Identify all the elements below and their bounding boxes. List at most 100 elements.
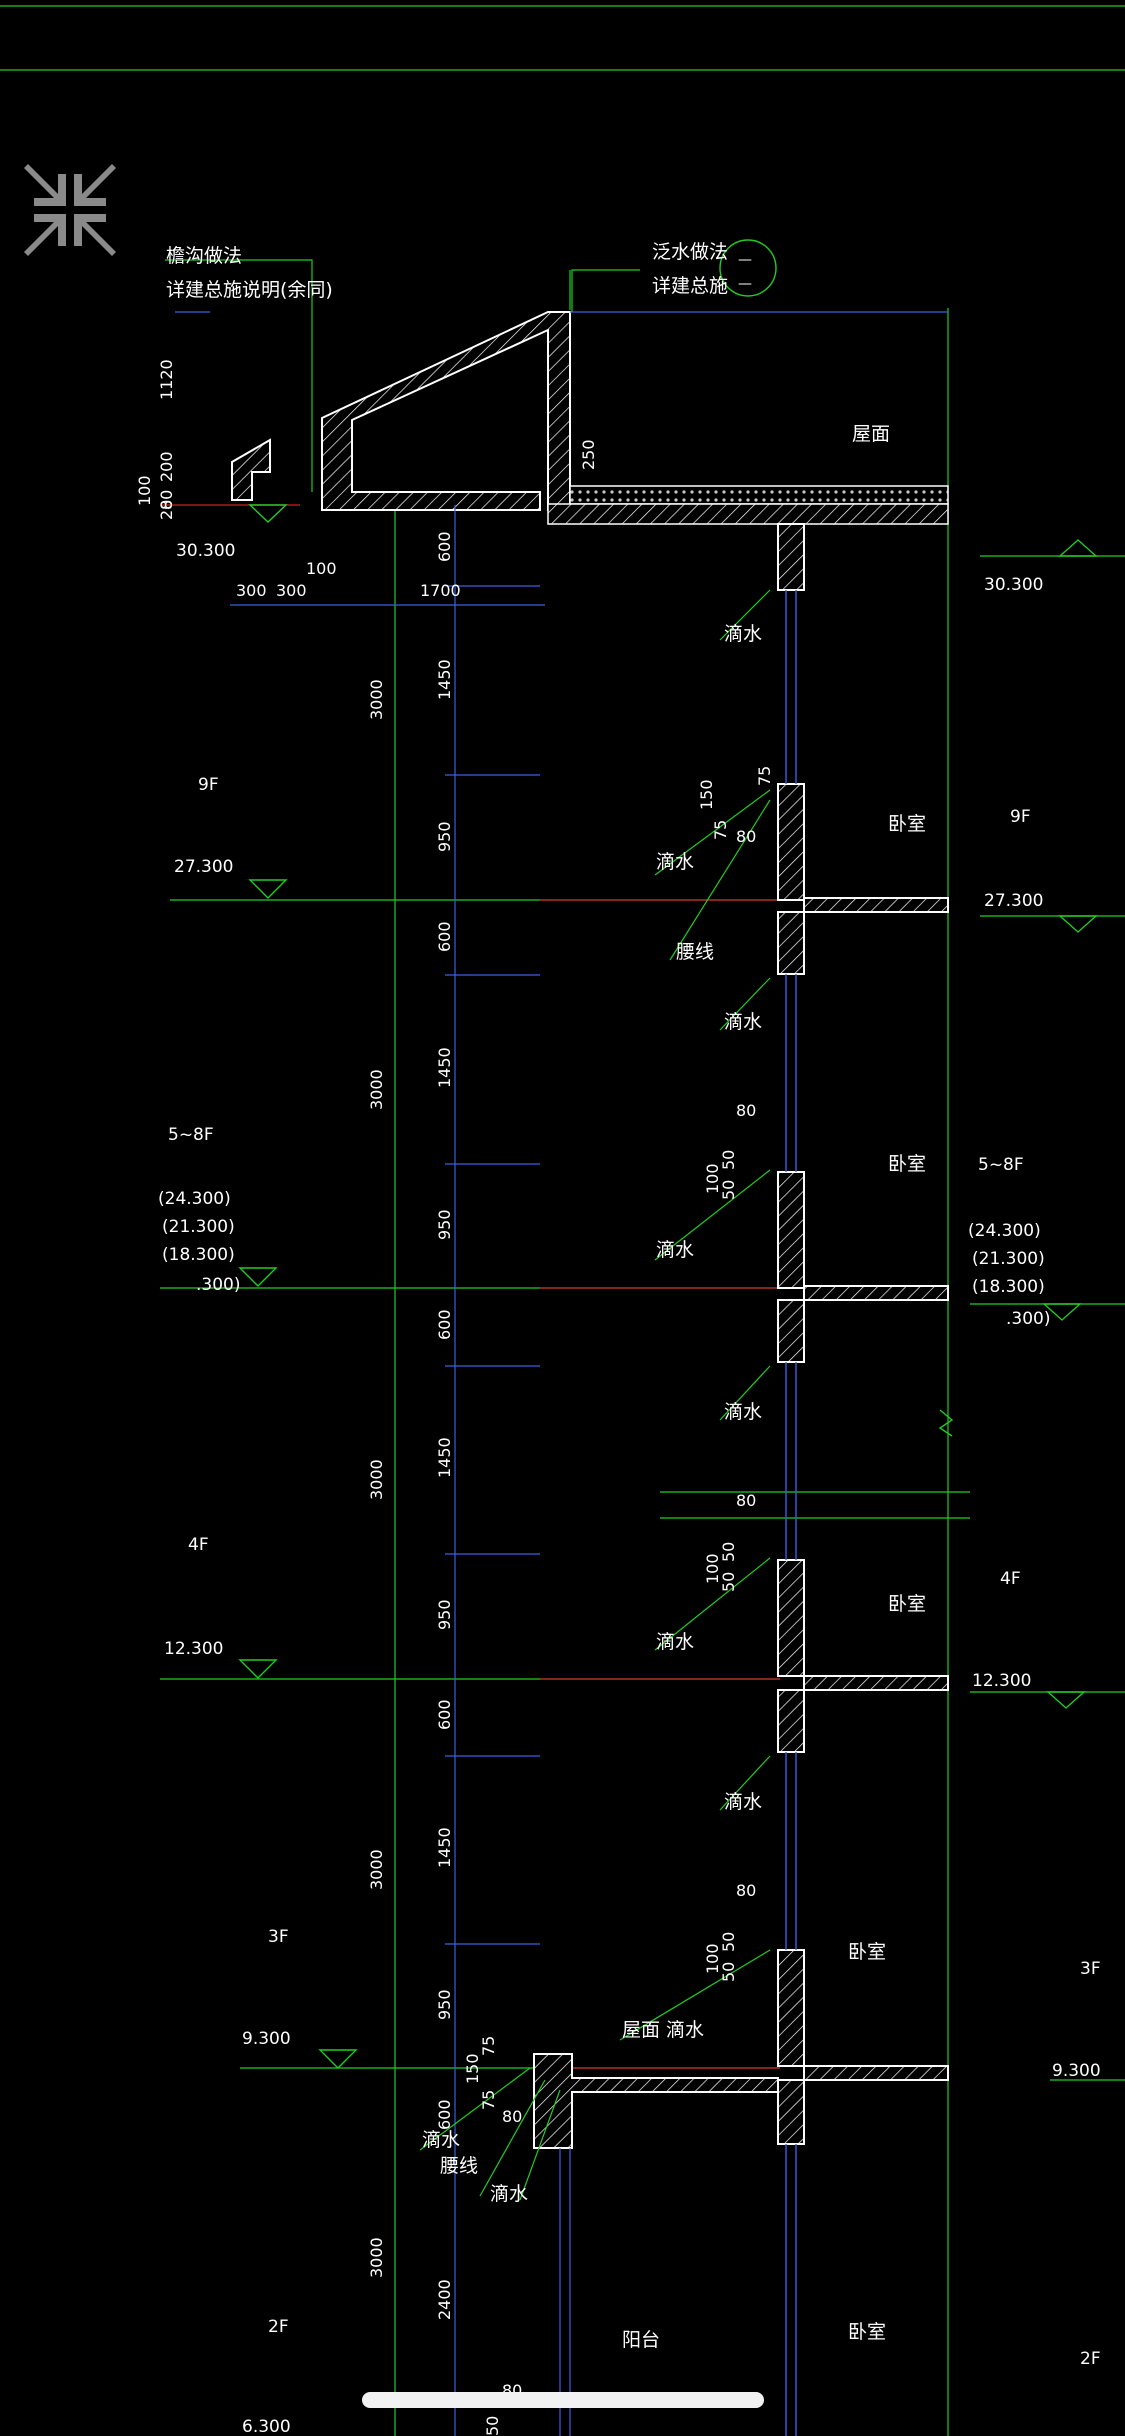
dim-75-9f-lower: 75 bbox=[711, 820, 730, 840]
dim-600-8f: 600 bbox=[435, 921, 454, 952]
dim-1450-4f: 1450 bbox=[435, 1437, 454, 1478]
frame-lines bbox=[0, 5, 1125, 71]
dim-20: 20 bbox=[157, 500, 176, 520]
flashing-detail-bottom: — bbox=[738, 276, 752, 292]
balcony-slab bbox=[533, 2053, 779, 2436]
floor-2f-right: 2F bbox=[1080, 2349, 1101, 2369]
drip-label-8f-lower: 滴水 bbox=[656, 1239, 694, 1261]
dim-50-8f-lower: 50 bbox=[719, 1180, 738, 1200]
dim-100-3f: 100 bbox=[703, 1943, 722, 1974]
dim-3000-3f: 3000 bbox=[367, 1849, 386, 1890]
elevation-12300-right: 12.300 bbox=[972, 1671, 1031, 1691]
floor-3f-right: 3F bbox=[1080, 1959, 1101, 1979]
dimension-column bbox=[175, 311, 545, 2436]
floor-3f-left: 3F bbox=[268, 1927, 289, 1947]
room-bedroom-9f: 卧室 bbox=[888, 813, 926, 835]
dim-1450-3f: 1450 bbox=[435, 1827, 454, 1868]
elevation-21300-left: (21.300) bbox=[162, 1217, 235, 1237]
elevation-21300-right: (21.300) bbox=[972, 1249, 1045, 1269]
floor-4f-right: 4F bbox=[1000, 1569, 1021, 1589]
dim-1700: 1700 bbox=[420, 581, 461, 600]
elevation-18300-right: (18.300) bbox=[972, 1277, 1045, 1297]
dim-75-balcony: 75 bbox=[479, 2036, 498, 2056]
gutter-method-note: 檐沟做法 bbox=[166, 245, 242, 267]
dim-2400: 2400 bbox=[435, 2279, 454, 2320]
elevation-27300-right: 27.300 bbox=[984, 891, 1043, 911]
dim-150-balcony: 150 bbox=[463, 2053, 482, 2084]
leader-lines bbox=[165, 259, 771, 2201]
dim-600-3f: 600 bbox=[435, 1699, 454, 1730]
dim-300-b: 300 bbox=[276, 581, 307, 600]
floor-9f-right: 9F bbox=[1010, 807, 1031, 827]
dim-100-8f: 100 bbox=[703, 1163, 722, 1194]
dim-1120: 1120 bbox=[157, 359, 176, 400]
dim-50-3f-lower: 50 bbox=[719, 1962, 738, 1982]
dim-1450-8f: 1450 bbox=[435, 1047, 454, 1088]
elevation-24300-left: (24.300) bbox=[158, 1189, 231, 1209]
dim-200: 200 bbox=[157, 451, 176, 482]
floor-4f-left: 4F bbox=[188, 1535, 209, 1555]
flashing-method-note: 泛水做法 bbox=[652, 241, 728, 263]
floor-5-8f-left: 5~8F bbox=[168, 1125, 214, 1145]
drip-label-3f: 滴水 bbox=[724, 1791, 762, 1813]
dim-80-8f: 80 bbox=[736, 1101, 756, 1120]
dim-3000-2f: 3000 bbox=[367, 2237, 386, 2278]
room-bedroom-3f: 卧室 bbox=[848, 1941, 886, 1963]
dim-80-break: 80 bbox=[736, 1491, 756, 1510]
exit-fullscreen-button[interactable] bbox=[22, 162, 118, 258]
floor-9f-left: 9F bbox=[198, 775, 219, 795]
elevation-15300-right: .300) bbox=[1006, 1309, 1050, 1329]
elevation-24300-right: (24.300) bbox=[968, 1221, 1041, 1241]
dim-100-top: 100 bbox=[306, 559, 337, 578]
room-bedroom-2f: 卧室 bbox=[848, 2321, 886, 2343]
dim-50-8f: 50 bbox=[719, 1150, 738, 1170]
grid-lines bbox=[394, 270, 949, 2436]
windows bbox=[785, 590, 797, 2436]
floor-5-8f-right: 5~8F bbox=[978, 1155, 1024, 1175]
elevation-markers bbox=[238, 504, 1098, 2069]
elevation-12300-left: 12.300 bbox=[164, 1639, 223, 1659]
dim-150-9f: 150 bbox=[697, 779, 716, 810]
elevation-6300-left: 6.300 bbox=[242, 2417, 291, 2436]
dim-3000-4f: 3000 bbox=[367, 1459, 386, 1500]
dim-75-balcony-lower: 75 bbox=[479, 2090, 498, 2110]
dim-80-9f: 80 bbox=[736, 827, 756, 846]
dim-950-4f: 950 bbox=[435, 1599, 454, 1630]
collapse-arrows-icon bbox=[24, 164, 116, 256]
dim-1450-9f: 1450 bbox=[435, 659, 454, 700]
flashing-detail-top: — bbox=[738, 252, 752, 268]
break-line bbox=[938, 1409, 954, 1437]
elevation-9300-right: 9.300 bbox=[1052, 2061, 1101, 2081]
flashing-ref-note: 详建总施 bbox=[652, 275, 728, 297]
dim-3000-9f: 3000 bbox=[367, 679, 386, 720]
roof-slab bbox=[547, 311, 949, 525]
dim-600-4f: 600 bbox=[435, 1309, 454, 1340]
dim-100-4f: 100 bbox=[703, 1553, 722, 1584]
dim-300-a: 300 bbox=[236, 581, 267, 600]
dim-600-2f: 600 bbox=[435, 2099, 454, 2130]
elevation-18300-left: (18.300) bbox=[162, 1245, 235, 1265]
room-balcony: 阳台 bbox=[622, 2329, 660, 2351]
cornice-label-9f: 腰线 bbox=[676, 941, 714, 963]
drip-label-9f-lower: 滴水 bbox=[656, 851, 694, 873]
roof-parapet bbox=[231, 311, 571, 511]
room-bedroom-5-8f: 卧室 bbox=[888, 1153, 926, 1175]
drip-label-8f: 滴水 bbox=[724, 1011, 762, 1033]
gutter-ref-note: 详建总施说明(余同) bbox=[166, 279, 333, 301]
dim-75-9f: 75 bbox=[755, 766, 774, 786]
drip-label-4f: 滴水 bbox=[724, 1401, 762, 1423]
drip-label-balcony-lower: 滴水 bbox=[490, 2183, 528, 2205]
room-bedroom-4f: 卧室 bbox=[888, 1593, 926, 1615]
dim-80-3f: 80 bbox=[736, 1881, 756, 1900]
home-indicator[interactable] bbox=[362, 2392, 764, 2408]
dim-950-9f: 950 bbox=[435, 821, 454, 852]
dim-50-bottom: 50 bbox=[483, 2416, 502, 2436]
dim-100-left: 100 bbox=[135, 475, 154, 506]
drip-label-9f: 滴水 bbox=[724, 623, 762, 645]
dim-80-parapet: 80 bbox=[157, 490, 176, 510]
elevation-15300-left: .300) bbox=[196, 1275, 240, 1295]
dim-600-9f: 600 bbox=[435, 531, 454, 562]
cornice-label-balcony: 腰线 bbox=[440, 2155, 478, 2177]
elevation-9300-left: 9.300 bbox=[242, 2029, 291, 2049]
